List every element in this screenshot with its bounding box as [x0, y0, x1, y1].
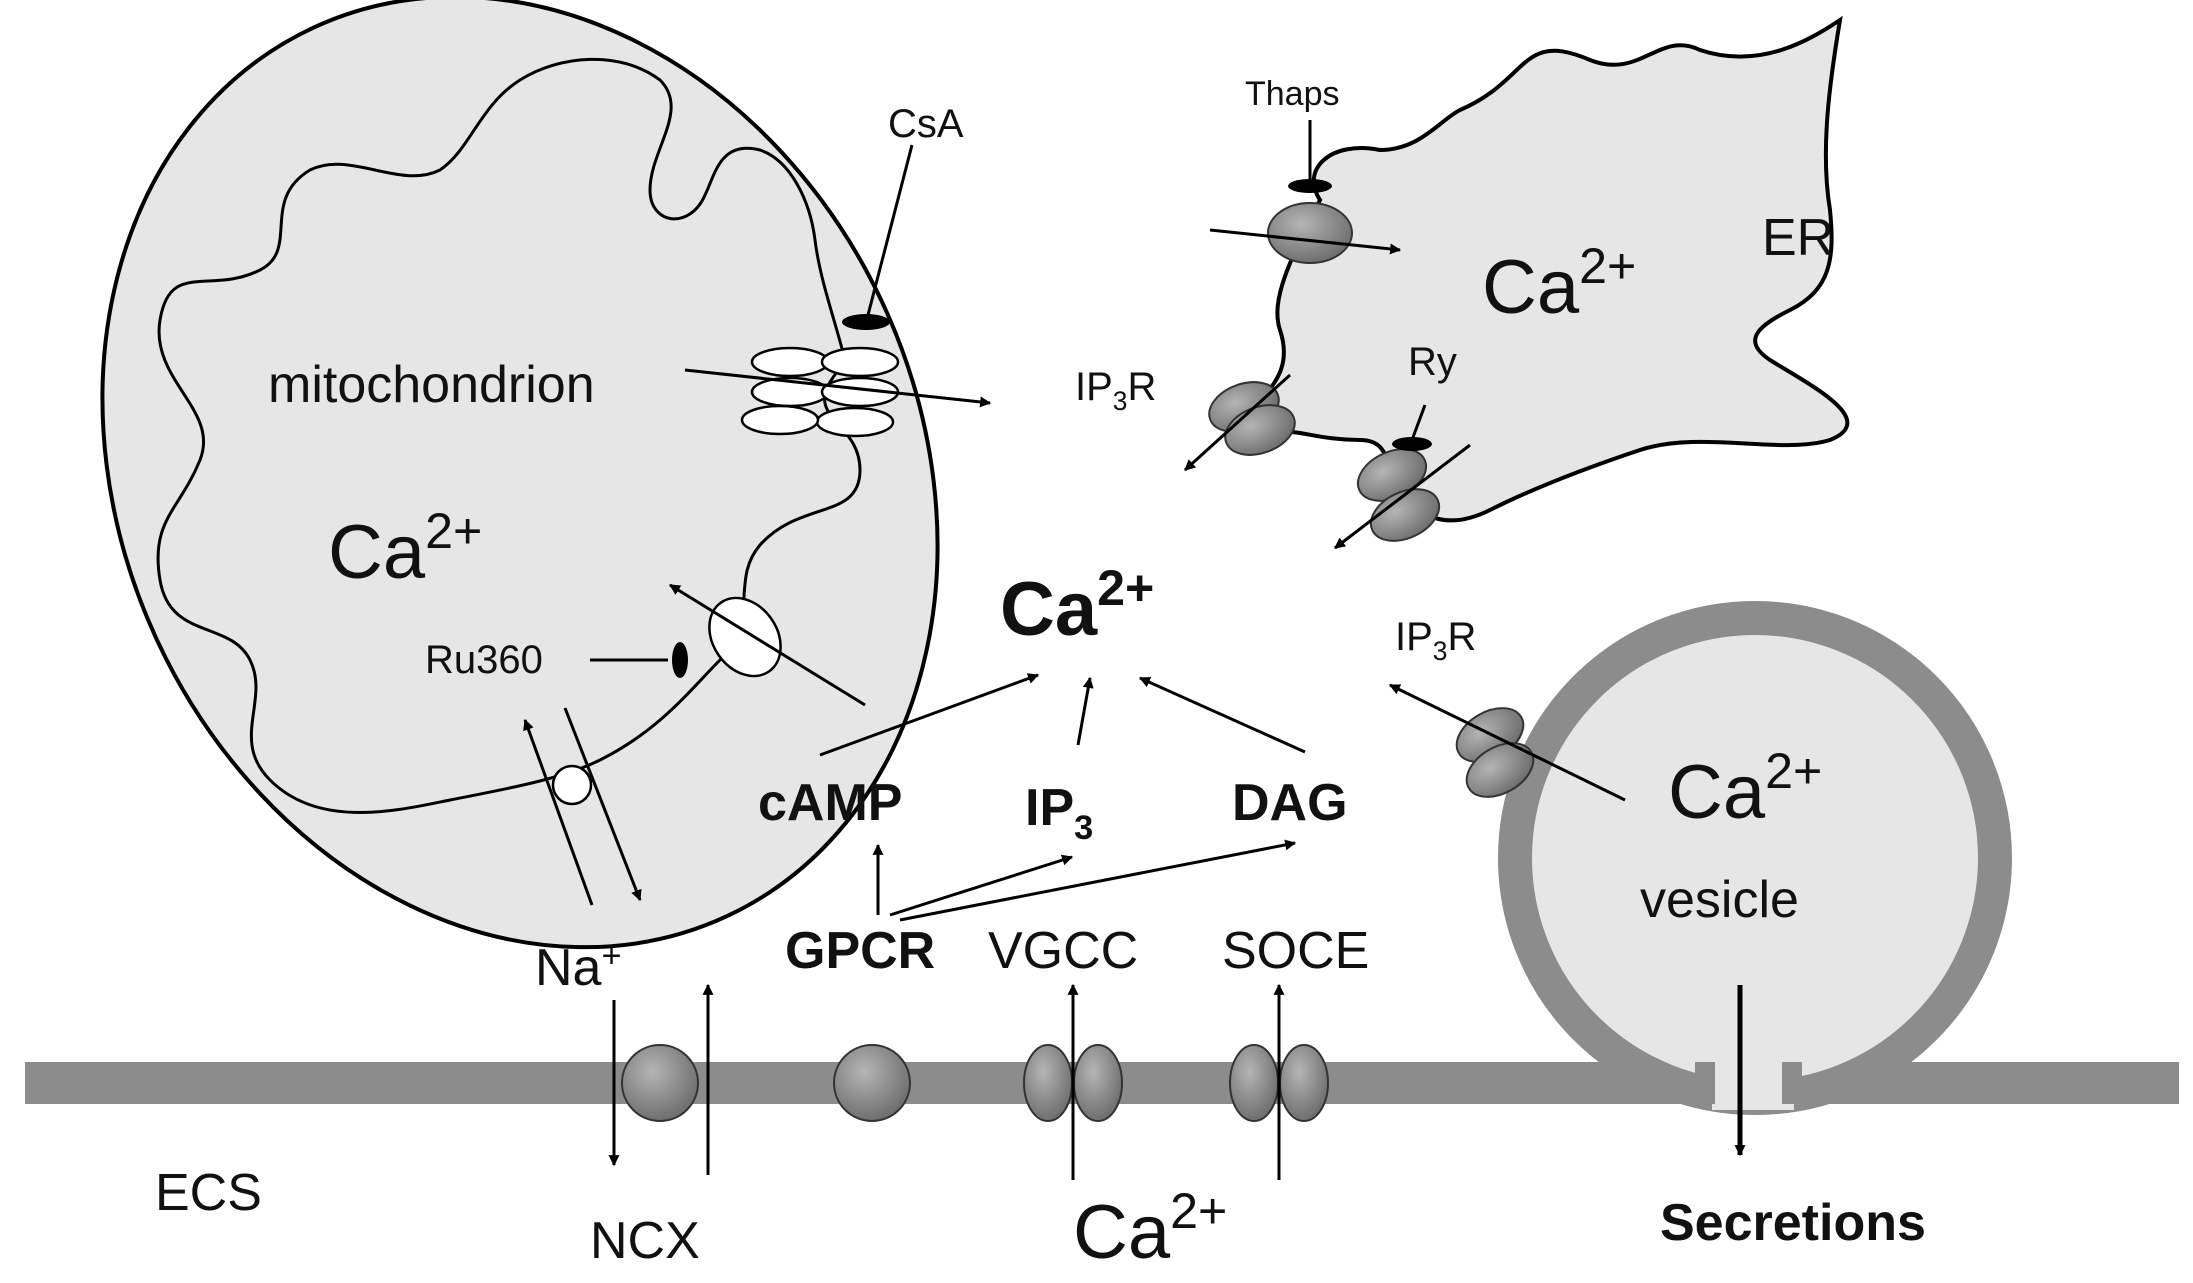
thaps-label: Thaps	[1245, 75, 1340, 113]
ip3r-er-channel	[1208, 381, 1296, 456]
gpcr-receptor	[833, 1044, 911, 1122]
ncx-transporter	[621, 1044, 699, 1122]
ecs-label: ECS	[155, 1164, 262, 1222]
vgcc-channel	[1023, 1044, 1123, 1122]
ru360-label: Ru360	[425, 638, 543, 682]
ip3r-er-label: IP3R	[1075, 365, 1156, 416]
nclx-exchanger	[551, 764, 593, 806]
soce-label: SOCE	[1222, 922, 1369, 980]
cytosolic-calcium-label: Ca2+	[1000, 560, 1154, 652]
dag-label: DAG	[1232, 774, 1348, 832]
mitochondrion-label: mitochondrion	[268, 356, 595, 414]
ry-inhibitor-mark	[1392, 404, 1432, 451]
mcu-uniporter	[708, 596, 782, 678]
ru360-inhibitor-mark	[590, 642, 688, 678]
csa-inhibitor-mark	[842, 144, 914, 330]
vesicle	[1498, 601, 2012, 1115]
flux-arrows	[523, 228, 1746, 1180]
ip3-label: IP3	[1025, 779, 1093, 847]
ip3r-vesicle-label: IP3R	[1395, 615, 1476, 666]
csa-label: CsA	[888, 102, 964, 146]
mptp-pore	[740, 346, 900, 438]
na-ion-label: Na+	[535, 937, 622, 997]
vgcc-label: VGCC	[988, 922, 1138, 980]
vesicle-label: vesicle	[1640, 871, 1799, 929]
secretions-label: Secretions	[1660, 1194, 1926, 1252]
er-label: ER	[1762, 209, 1834, 267]
thaps-inhibitor-mark	[1288, 120, 1332, 193]
ncx-label: NCX	[590, 1212, 700, 1270]
mitochondrion-calcium-label: Ca2+	[328, 503, 482, 595]
gpcr-label: GPCR	[785, 922, 935, 980]
serca-pump	[1267, 202, 1353, 264]
ryanodine-receptor	[1356, 448, 1441, 542]
extracellular-calcium-label: Ca2+	[1073, 1183, 1227, 1275]
er-calcium-label: Ca2+	[1482, 238, 1636, 330]
vesicle-calcium-label: Ca2+	[1668, 743, 1822, 835]
ry-label: Ry	[1408, 340, 1457, 384]
camp-label: cAMP	[758, 774, 902, 832]
